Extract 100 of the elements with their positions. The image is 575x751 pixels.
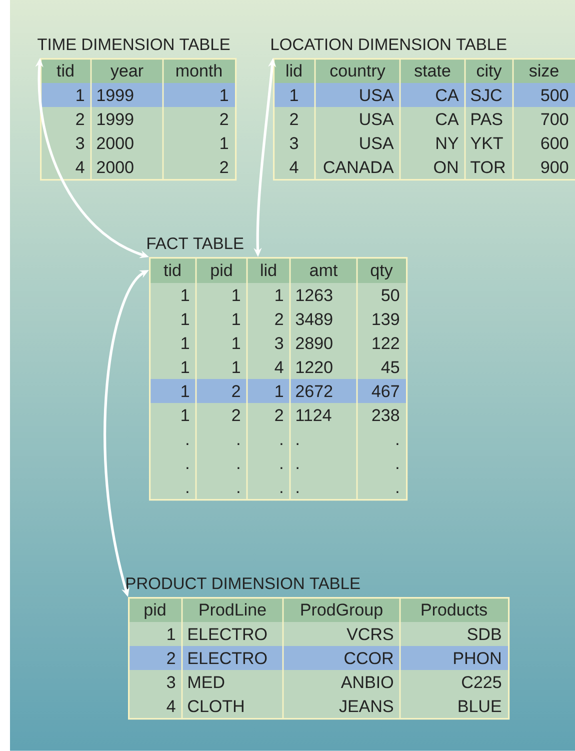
table-cell: 3	[247, 331, 290, 355]
table-cell: 1	[196, 331, 247, 355]
table-cell: 900	[513, 155, 575, 179]
table-cell: 1	[163, 83, 235, 107]
table-cell: 1	[247, 379, 290, 403]
table-cell: PAS	[465, 107, 513, 131]
node-label: FACT TABLE	[148, 237, 244, 250]
table-cell: 3	[273, 131, 315, 155]
table-cell: BLUE	[400, 694, 508, 718]
table-cell: 500	[513, 83, 575, 107]
table-cell: Products	[400, 597, 508, 622]
table-cell: 2	[196, 379, 247, 403]
table-cell: 2000	[91, 131, 163, 155]
table-cell: 2	[247, 307, 290, 331]
table-cell: 3	[128, 670, 182, 694]
table-cell: CCOR	[283, 646, 400, 670]
table-cell: MED	[182, 670, 283, 694]
table-cell: 1	[196, 307, 247, 331]
table-cell: .	[149, 427, 196, 451]
table-cell: 2000	[91, 155, 163, 179]
node-label: TIME DIMENSION TABLE	[38, 38, 230, 50]
table-cell: TOR	[465, 155, 513, 179]
table-cell: PHON	[400, 646, 508, 670]
table-cell: 2	[40, 107, 91, 131]
table-cell: 238	[357, 403, 406, 427]
table-cell: .	[357, 475, 406, 499]
table-cell: 2	[128, 646, 182, 670]
table-cell: 45	[357, 355, 406, 379]
table-cell: YKT	[465, 131, 513, 155]
table-cell: CLOTH	[182, 694, 283, 718]
table-cell: CA	[400, 83, 465, 107]
table-cell: month	[163, 58, 235, 83]
table-cell: 2890	[290, 331, 357, 355]
table-cell: ANBIO	[283, 670, 400, 694]
table-cell: 467	[357, 379, 406, 403]
table-cell: 3489	[290, 307, 357, 331]
node-label: LOCATION DIMENSION TABLE	[272, 38, 506, 50]
table-cell: state	[400, 58, 465, 83]
table-cell: 2	[196, 403, 247, 427]
table-cell: 4	[273, 155, 315, 179]
table-cell: JEANS	[283, 694, 400, 718]
table-cell: 1	[149, 307, 196, 331]
table-cell: 1	[247, 283, 290, 307]
table-cell: 2	[247, 403, 290, 427]
table-cell: 1	[196, 283, 247, 307]
table-cell: .	[247, 427, 290, 451]
table-cell: lid	[247, 257, 290, 283]
table-cell: .	[290, 475, 357, 499]
table-cell: 600	[513, 131, 575, 155]
table-cell: 2672	[290, 379, 357, 403]
table-cell: 1	[149, 283, 196, 307]
table-cell: 1	[128, 622, 182, 646]
node-label: PRODUCT DIMENSION TABLE	[126, 577, 360, 590]
table-cell: pid	[196, 257, 247, 283]
table-cell: .	[290, 451, 357, 475]
table-cell: 1999	[91, 107, 163, 131]
table-cell: VCRS	[283, 622, 400, 646]
table-cell: 139	[357, 307, 406, 331]
table-cell: C225	[400, 670, 508, 694]
table-cell: NY	[400, 131, 465, 155]
table-cell: 1	[149, 403, 196, 427]
table-cell: 1	[149, 379, 196, 403]
table-cell: 1220	[290, 355, 357, 379]
table-cell: .	[290, 427, 357, 451]
table-cell: .	[196, 475, 247, 499]
table-cell: ELECTRO	[182, 622, 283, 646]
table-cell: 2	[273, 107, 315, 131]
table-cell: .	[357, 451, 406, 475]
table-cell: qty	[357, 257, 406, 283]
table-cell: .	[357, 427, 406, 451]
table-cell: .	[149, 451, 196, 475]
table-cell: ProdLine	[182, 597, 283, 622]
table-cell: .	[247, 475, 290, 499]
table-cell: 700	[513, 107, 575, 131]
table-cell: 3	[40, 131, 91, 155]
table-cell: 1999	[91, 83, 163, 107]
table-cell: city	[465, 58, 513, 83]
table-cell: ELECTRO	[182, 646, 283, 670]
table-cell: year	[91, 58, 163, 83]
table-cell: 4	[40, 155, 91, 179]
table-cell: 4	[247, 355, 290, 379]
table-cell: size	[513, 58, 575, 83]
table-cell: 1	[273, 83, 315, 107]
table-cell: 1	[196, 355, 247, 379]
table-cell: ON	[400, 155, 465, 179]
table-cell: 2	[163, 107, 235, 131]
table-cell: 50	[357, 283, 406, 307]
table-cell: 1	[149, 355, 196, 379]
table-cell: SDB	[400, 622, 508, 646]
table-cell: CA	[400, 107, 465, 131]
table-cell: 1124	[290, 403, 357, 427]
table-cell: 1	[149, 331, 196, 355]
table-cell: 4	[128, 694, 182, 718]
table-cell: .	[149, 475, 196, 499]
table-cell: .	[196, 451, 247, 475]
table-cell: .	[196, 427, 247, 451]
table-cell: SJC	[465, 83, 513, 107]
table-cell: ProdGroup	[283, 597, 400, 622]
table-cell: 1	[163, 131, 235, 155]
table-cell: 1	[40, 83, 91, 107]
